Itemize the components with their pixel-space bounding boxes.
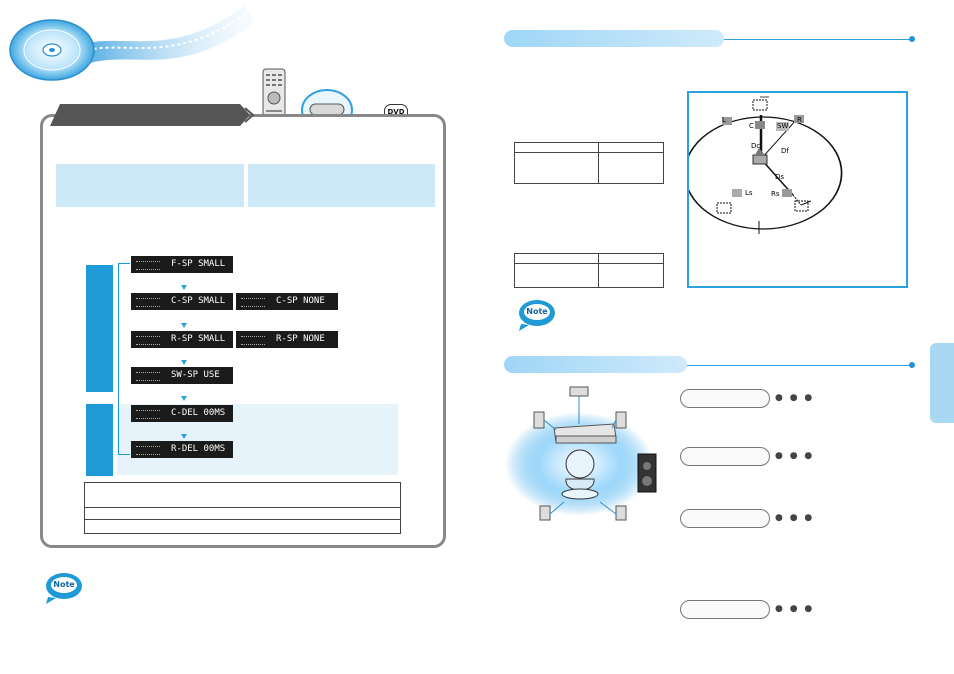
distance-table-1-divider [514, 152, 664, 153]
delay-section-bar [86, 404, 113, 476]
osd-rear-delay[interactable]: R-DEL 00MS [131, 441, 233, 458]
note-badge-bottom: Note [44, 571, 84, 605]
speaker-circle-graphic [689, 96, 843, 234]
surround-mode-dots-3: ● ● ● [775, 513, 815, 523]
note-badge-icon [46, 573, 82, 604]
distance-table-2-col [598, 253, 599, 288]
osd-center-delay[interactable]: C-DEL 00MS [131, 405, 233, 422]
info-box-right [248, 164, 435, 207]
section-header-line-2 [687, 365, 912, 366]
osd-front-speaker-small[interactable]: F-SP SMALL [131, 256, 233, 273]
panel-title-tab [50, 104, 255, 126]
flow-arrow-5 [181, 434, 187, 439]
distance-table-2-divider [514, 263, 664, 264]
surround-mode-dots-2: ● ● ● [775, 451, 815, 461]
info-box-left [56, 164, 244, 207]
section-header-line-1 [724, 39, 912, 40]
surround-mode-button-2[interactable] [680, 447, 770, 466]
osd-rear-speaker-small[interactable]: R-SP SMALL [131, 331, 233, 348]
panel-notes-row-divider-2 [84, 519, 401, 520]
surround-mode-dots-1: ● ● ● [775, 393, 815, 403]
osd-center-speaker-small[interactable]: C-SP SMALL [131, 293, 233, 310]
label-dc: Dc [751, 142, 761, 150]
flow-arrow-4 [181, 396, 187, 401]
bracket-bottom-tick [118, 454, 130, 455]
distance-table-1-col [598, 142, 599, 184]
surround-mode-button-3[interactable] [680, 509, 770, 528]
chapter-side-tab [930, 343, 954, 423]
surround-setup-illustration [505, 386, 657, 521]
surround-mode-button-1[interactable] [680, 389, 770, 408]
label-df: Df [781, 147, 789, 155]
section-header-dot-2 [909, 362, 915, 368]
note-badge-icon [519, 300, 555, 331]
osd-rear-speaker-none[interactable]: R-SP NONE [236, 331, 338, 348]
surround-mode-dots-4: ● ● ● [775, 604, 815, 614]
menu-flow-bracket [118, 263, 120, 455]
section-header-pill-1 [504, 30, 724, 47]
speaker-distance-diagram: L C SW R Dc Df Ds Ls Rs [687, 91, 908, 288]
bracket-top-tick [118, 263, 130, 264]
note-badge-right: Note [517, 298, 557, 332]
panel-notes-table [84, 482, 401, 534]
osd-subwoofer-use[interactable]: SW-SP USE [131, 367, 233, 384]
label-subwoofer: SW [776, 122, 790, 131]
label-left-surround: Ls [745, 189, 753, 197]
osd-center-speaker-none[interactable]: C-SP NONE [236, 293, 338, 310]
flow-arrow-1 [181, 285, 187, 290]
section-header-pill-2 [504, 356, 687, 373]
flow-arrow-2 [181, 323, 187, 328]
distance-table-2 [514, 253, 664, 288]
section-header-dot-1 [909, 36, 915, 42]
distance-table-1 [514, 142, 664, 184]
label-center-speaker: C [749, 122, 754, 130]
speaker-size-section-bar [86, 265, 113, 392]
label-right-surround: Rs [771, 190, 780, 198]
label-ds: Ds [775, 173, 785, 181]
flow-arrow-3 [181, 360, 187, 365]
note-badge-text: Note [53, 580, 75, 589]
disc-icon [9, 5, 255, 81]
label-right-speaker: R [797, 116, 802, 124]
surround-mode-button-4[interactable] [680, 600, 770, 619]
panel-notes-row-divider-1 [84, 507, 401, 508]
label-left-speaker: L [722, 116, 726, 124]
note-badge-text: Note [526, 307, 548, 316]
